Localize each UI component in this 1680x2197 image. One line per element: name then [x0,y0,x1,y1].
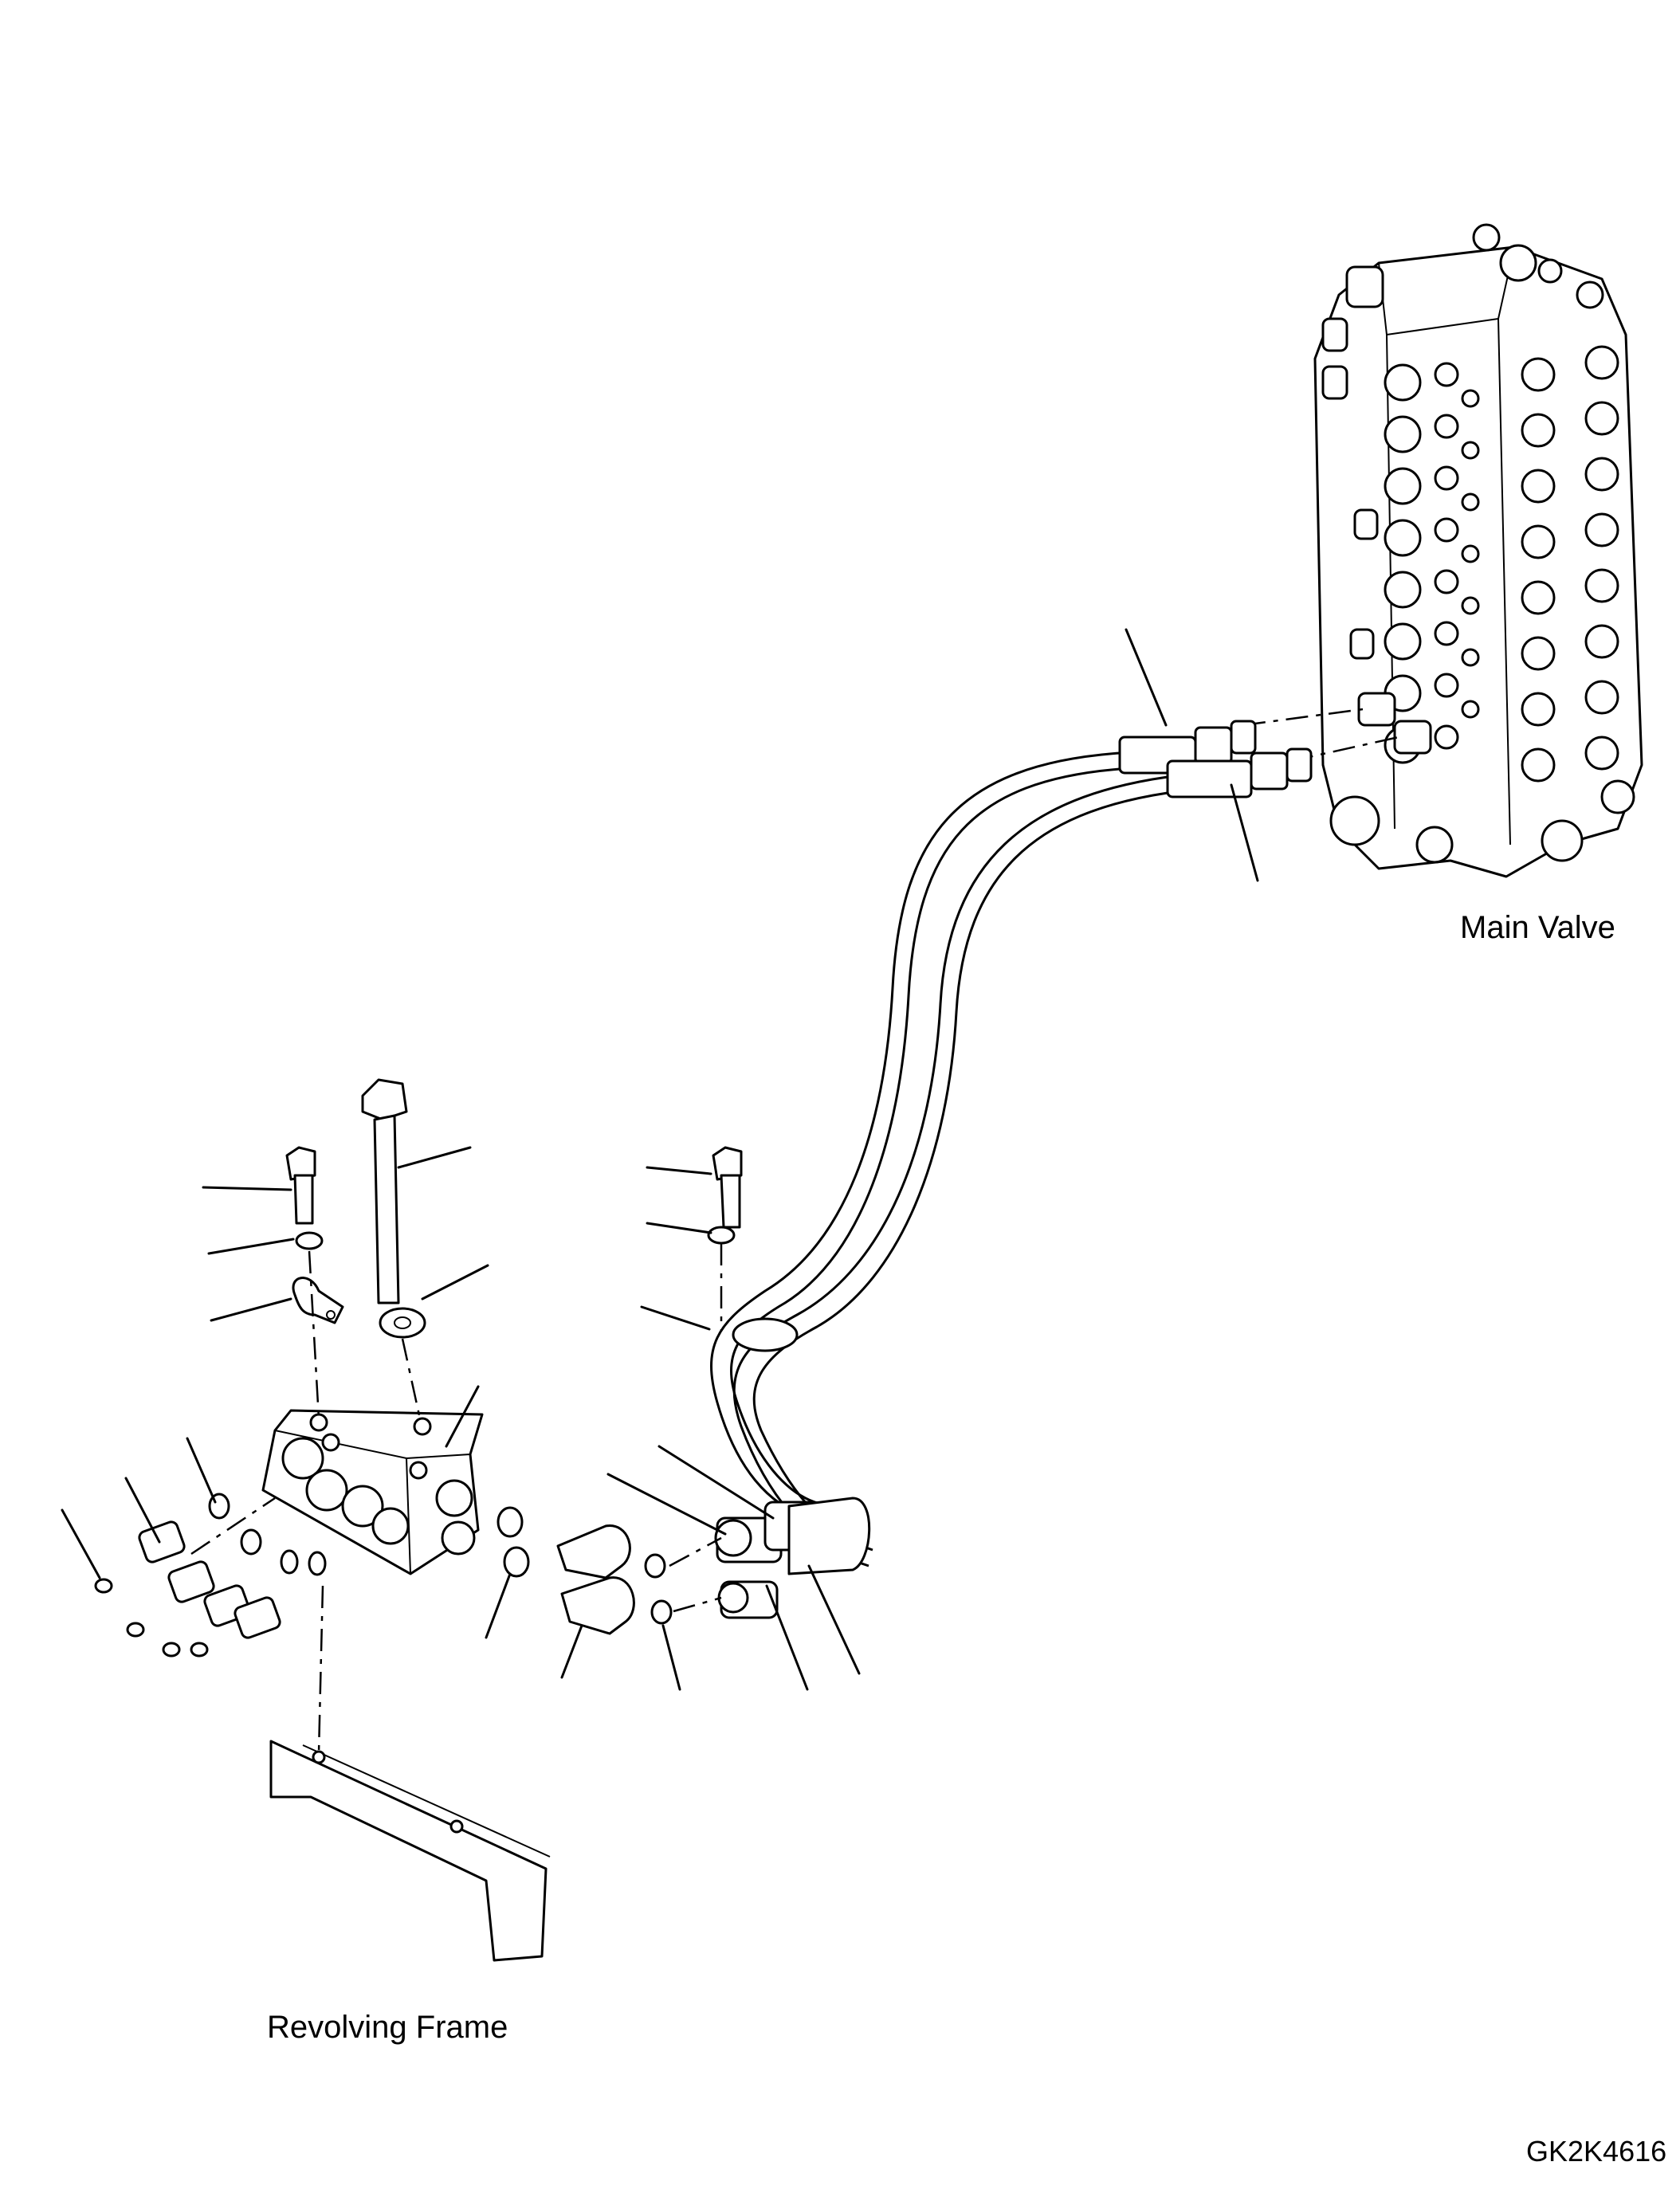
centerline-left-bolt [308,1250,320,1419]
revolving-frame-label: Revolving Frame [267,2010,508,2045]
centerline-long-bolt [401,1338,422,1423]
long-bolt-washer [379,1307,426,1339]
junction-block [261,1409,484,1575]
callout-leaders [61,628,1259,1691]
long-bolt [361,1078,426,1339]
main-valve-label: Main Valve [1460,910,1615,945]
block-right-elbows [497,1506,673,1635]
block-left-fittings [94,1493,327,1658]
centerline-frame [317,1585,324,1754]
drawing-number: GK2K4616 [1526,2135,1666,2168]
main-valve [1313,223,1643,878]
main-valve-spools-right [1521,345,1635,814]
revolving-frame-bracket [269,1740,551,1962]
hose-clamp [732,1317,799,1352]
left-bolt-set [285,1146,344,1324]
centerline-elbow-upper [669,1536,722,1567]
centerline-elbow-lower [673,1596,722,1613]
hose-to-valve-centerline-upper [1242,708,1364,727]
clamp-bolt-set [707,1146,743,1245]
centerline-fittings-left [190,1497,276,1556]
hydraulic-hoses [710,720,1313,1619]
